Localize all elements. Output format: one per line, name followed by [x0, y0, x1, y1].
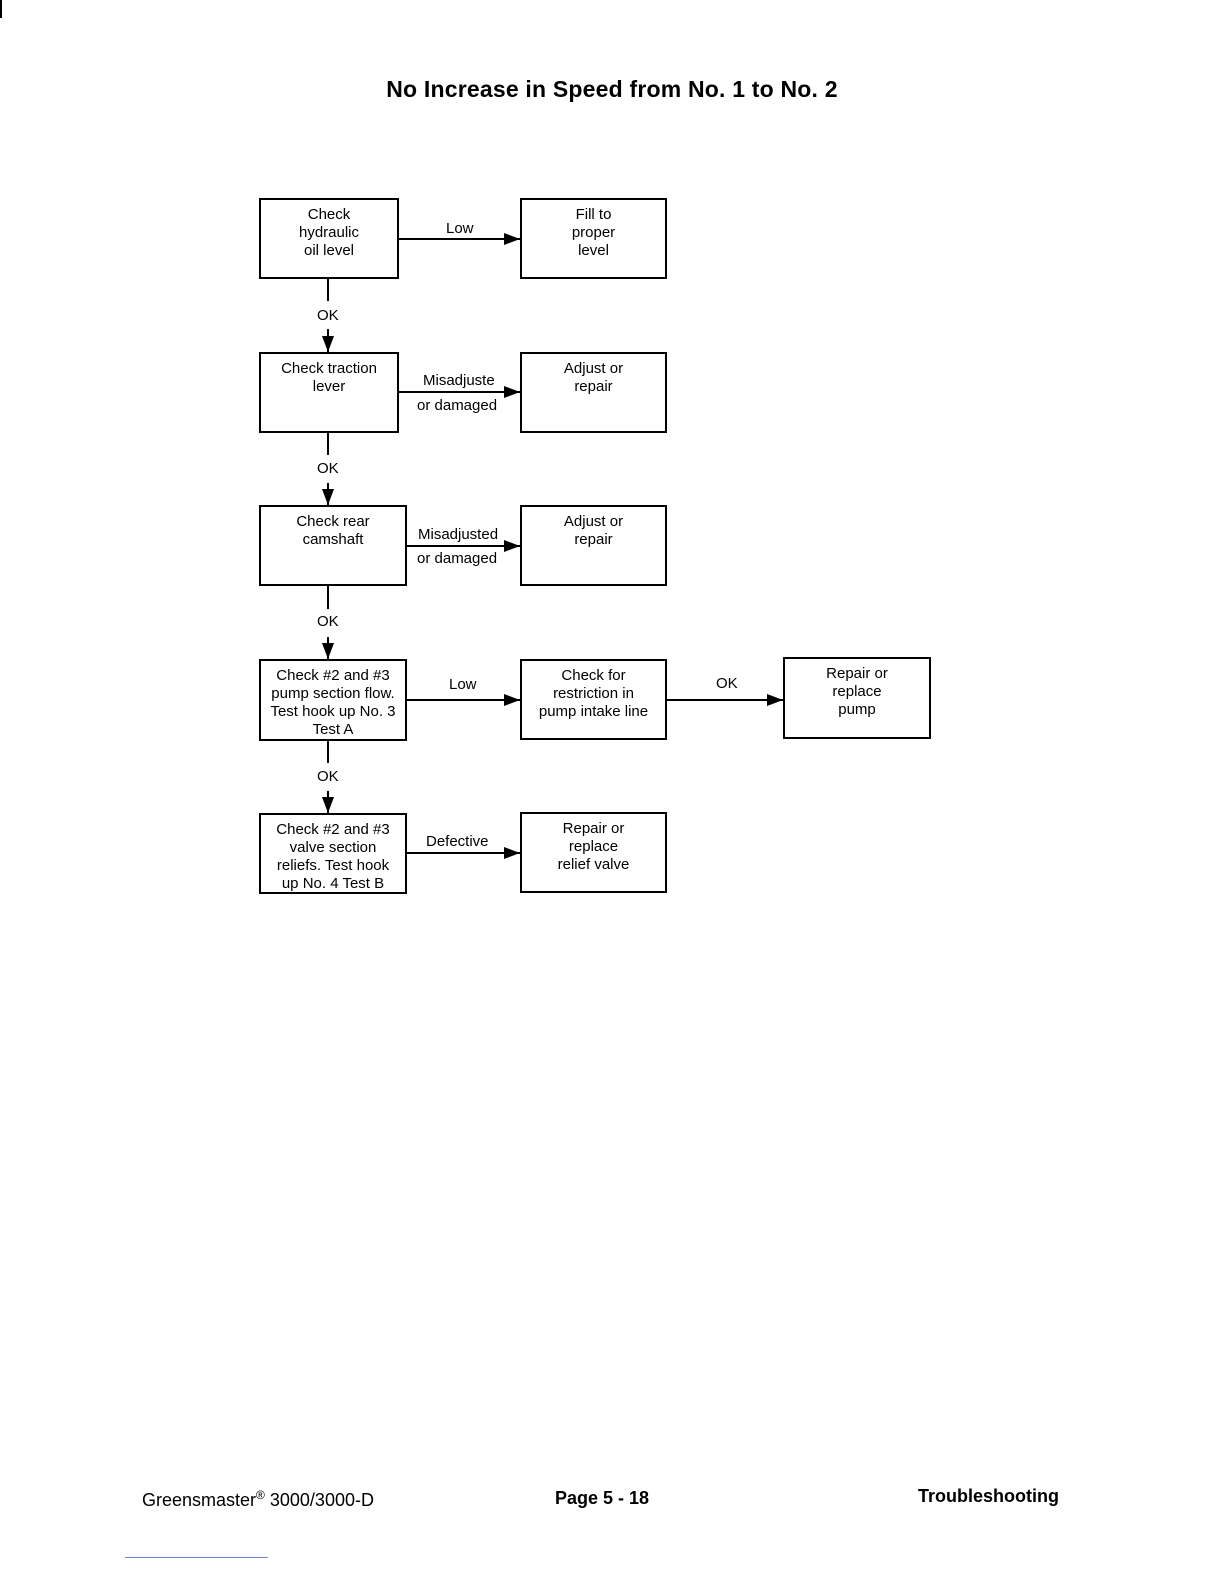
node-label: Check #2 and #3 pump section flow. Test …: [270, 667, 396, 738]
edge-label-defective: Defective: [426, 833, 489, 850]
footer-product: Greensmaster® 3000/3000-D: [142, 1488, 374, 1511]
edge-label-low: Low: [449, 676, 477, 693]
edge-label-ok: OK: [317, 460, 339, 477]
edge-label-or-damaged: or damaged: [417, 550, 498, 567]
node-check-traction: Check traction lever: [259, 352, 399, 433]
scan-edge-mark: [0, 0, 2, 18]
footer-page-number: Page 5 - 18: [555, 1488, 650, 1508]
node-label: Check #2 and #3 valve section reliefs. T…: [276, 821, 390, 892]
node-label: Check hydraulic oil level: [298, 206, 360, 259]
node-label: Repair or replace relief valve: [557, 820, 630, 873]
edge-label-misadjusted: Misadjusted: [418, 526, 499, 543]
node-check-camshaft: Check rear camshaft: [259, 505, 407, 586]
footer-section: Troubleshooting: [918, 1486, 1059, 1506]
edge-label-or-damaged: or damaged: [417, 397, 498, 414]
node-check-oil: Check hydraulic oil level: [259, 198, 399, 279]
registered-mark: ®: [256, 1488, 265, 1502]
page-title: No Increase in Speed from No. 1 to No. 2: [386, 76, 838, 102]
node-label: Repair or replace pump: [826, 665, 888, 718]
node-repair-pump: Repair or replace pump: [783, 657, 931, 739]
node-label: Fill to proper level: [571, 206, 616, 259]
node-check-pump-flow: Check #2 and #3 pump section flow. Test …: [259, 659, 407, 741]
edge-label-ok: OK: [716, 675, 738, 692]
node-label: Adjust or repair: [563, 360, 624, 395]
node-check-restriction: Check for restriction in pump intake lin…: [520, 659, 667, 740]
footer-model: 3000/3000-D: [264, 1490, 374, 1510]
edge-label-ok: OK: [317, 768, 339, 785]
node-adjust-repair-2: Adjust or repair: [520, 505, 667, 586]
node-label: Adjust or repair: [563, 513, 624, 548]
bottom-rule: [125, 1557, 268, 1558]
node-fill-level: Fill to proper level: [520, 198, 667, 279]
edge-label-misadjuste: Misadjuste: [423, 372, 495, 389]
node-adjust-repair-1: Adjust or repair: [520, 352, 667, 433]
node-repair-relief: Repair or replace relief valve: [520, 812, 667, 893]
edge-label-ok: OK: [317, 307, 339, 324]
node-check-reliefs: Check #2 and #3 valve section reliefs. T…: [259, 813, 407, 894]
edge-label-low: Low: [446, 220, 474, 237]
node-label: Check traction lever: [281, 360, 377, 395]
edge-label-ok: OK: [317, 613, 339, 630]
node-label: Check rear camshaft: [296, 513, 370, 548]
footer-product-name: Greensmaster: [142, 1490, 257, 1510]
node-label: Check for restriction in pump intake lin…: [538, 667, 649, 720]
